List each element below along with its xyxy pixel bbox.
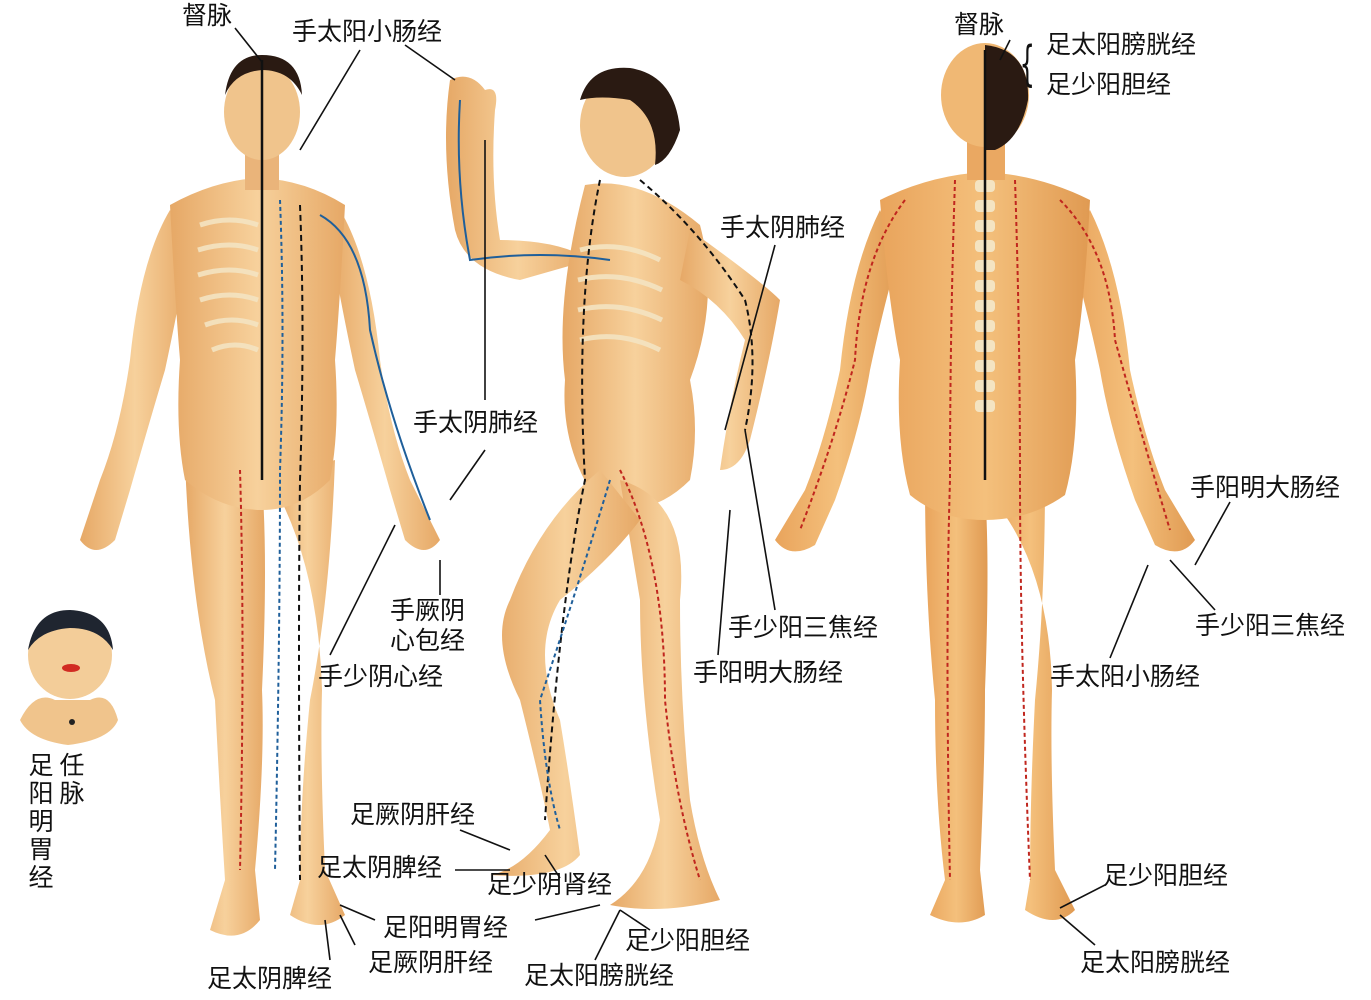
label-stomach-front: 足阳明胃经 xyxy=(383,913,509,942)
label-ren-head: 任脉 xyxy=(59,751,85,808)
label-lung-side: 手太阴肺经 xyxy=(720,213,846,242)
label-du-back: 督脉 xyxy=(954,10,1005,39)
label-kidney-side: 足少阴肾经 xyxy=(487,870,613,899)
label-spleen-front: 足太阴脾经 xyxy=(207,964,333,993)
label-pericardium-2: 心包经 xyxy=(390,626,466,655)
label-large-intestine-side: 手阳明大肠经 xyxy=(693,658,844,687)
leader-lines xyxy=(234,27,1231,961)
label-bladder-head: 足太阳膀胱经 xyxy=(1046,30,1197,59)
label-liver-front: 足厥阴肝经 xyxy=(368,948,494,977)
label-du-front: 督脉 xyxy=(182,1,233,30)
label-liver-side: 足厥阴肝经 xyxy=(350,800,476,829)
head-inset xyxy=(20,610,118,745)
side-figure xyxy=(446,67,780,909)
label-bladder-side: 足太阳膀胱经 xyxy=(524,961,675,990)
brace-icon: { xyxy=(1019,36,1035,92)
label-heart-front: 手少阴心经 xyxy=(318,662,444,691)
label-stomach-head: 足阳明胃经 xyxy=(28,751,54,892)
label-gallbladder-side: 足少阳胆经 xyxy=(625,926,751,955)
front-figure xyxy=(80,55,440,936)
label-small-intestine-back: 手太阳小肠经 xyxy=(1050,662,1201,691)
label-gallbladder-back: 足少阳胆经 xyxy=(1103,861,1229,890)
label-pericardium-1: 手厥阴 xyxy=(390,596,466,625)
label-lung-front: 手太阴肺经 xyxy=(413,408,539,437)
label-small-intestine-front: 手太阳小肠经 xyxy=(292,17,443,46)
label-spleen-mid: 足太阴脾经 xyxy=(317,853,443,882)
label-sanjiao-side: 手少阳三焦经 xyxy=(728,613,879,642)
label-large-intestine-back: 手阳明大肠经 xyxy=(1190,473,1341,502)
back-figure xyxy=(775,43,1195,923)
label-sanjiao-back: 手少阳三焦经 xyxy=(1195,611,1346,640)
label-bladder-back: 足太阳膀胱经 xyxy=(1080,948,1231,977)
label-gallbladder-head: 足少阳胆经 xyxy=(1046,70,1172,99)
